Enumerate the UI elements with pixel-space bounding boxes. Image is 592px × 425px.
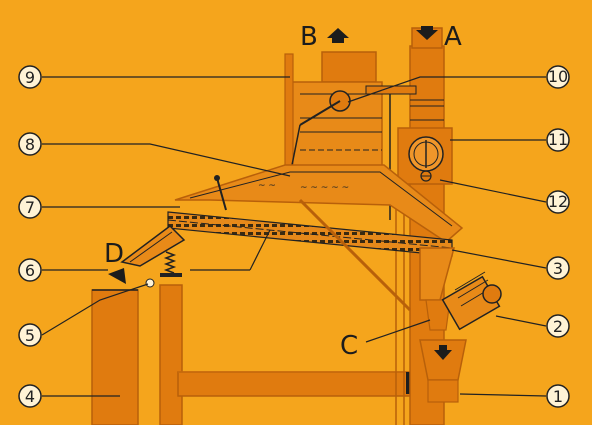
- svg-text:5: 5: [25, 326, 35, 345]
- callout-6: 6: [18, 258, 42, 282]
- callout-7: 7: [18, 195, 42, 219]
- svg-text:2: 2: [553, 317, 563, 336]
- arrow-b-icon: [327, 28, 349, 38]
- callout-2: 2: [546, 314, 570, 338]
- svg-text:10: 10: [548, 67, 568, 86]
- motor: [441, 271, 502, 331]
- svg-text:7: 7: [25, 198, 35, 217]
- svg-text:~ ~: ~ ~: [258, 181, 276, 191]
- upper-fan-housing: [284, 51, 383, 176]
- callout-4: 4: [18, 384, 42, 408]
- callout-10: 10: [546, 65, 570, 89]
- left-column-outer: [91, 289, 139, 425]
- svg-text:11: 11: [548, 130, 568, 149]
- svg-text:1: 1: [553, 387, 563, 406]
- callout-12: 12: [546, 190, 570, 214]
- separator-hood: ~ ~ ~ ~ ~ ~ ~: [174, 164, 464, 243]
- svg-text:4: 4: [25, 387, 35, 406]
- callout-8: 8: [18, 132, 42, 156]
- spring: [145, 251, 182, 288]
- svg-text:8: 8: [25, 135, 35, 154]
- svg-text:12: 12: [548, 192, 568, 211]
- svg-text:9: 9: [25, 68, 35, 87]
- outlet-chute: [419, 247, 467, 403]
- flow-label-b: B: [300, 22, 318, 52]
- callout-9: 9: [18, 65, 42, 89]
- arrow-d-icon: [108, 268, 126, 284]
- svg-text:3: 3: [553, 259, 563, 278]
- callout-3: 3: [546, 256, 570, 280]
- feed-spout: [120, 225, 186, 267]
- leader-lines: [41, 76, 547, 397]
- flow-label-a: A: [444, 22, 462, 52]
- arrow-a-icon: [416, 30, 438, 40]
- left-column-inner: [159, 284, 183, 425]
- flow-label-c: C: [340, 331, 358, 361]
- gauge: [397, 127, 453, 185]
- callout-5: 5: [18, 323, 42, 347]
- callout-11: 11: [546, 128, 570, 152]
- base-beam: [177, 371, 419, 397]
- svg-text:~ ~ ~ ~ ~: ~ ~ ~ ~ ~: [300, 183, 349, 193]
- callout-1: 1: [546, 384, 570, 408]
- svg-text:6: 6: [25, 261, 35, 280]
- diagonal-strut: [298, 198, 412, 312]
- flow-label-d: D: [104, 239, 124, 269]
